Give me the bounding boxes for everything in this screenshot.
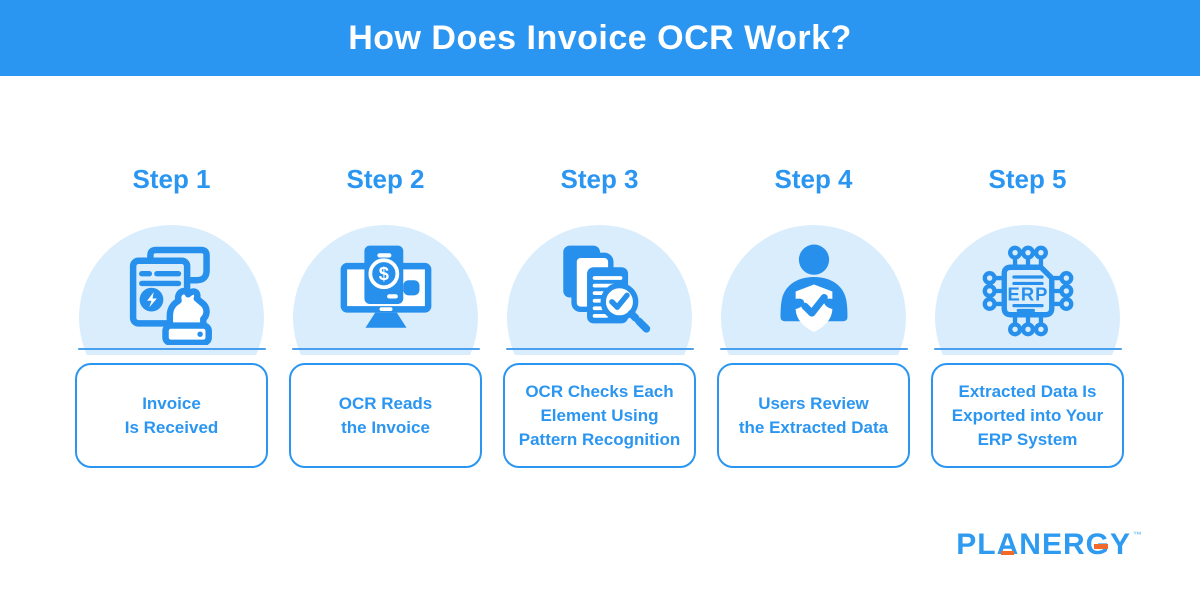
step-1-column: Step 1 Invoice Is Received	[75, 163, 268, 468]
step-5-divider	[933, 348, 1122, 350]
page-title: How Does Invoice OCR Work?	[348, 18, 852, 57]
step-2-icon-dome: $	[293, 225, 478, 355]
step-2-divider	[291, 348, 480, 350]
step-5-caption: Extracted Data Is Exported into Your ERP…	[951, 381, 1104, 449]
step-1-divider	[77, 348, 266, 350]
step-3-column: Step 3 OCR Checks Each Element Using Pat…	[503, 163, 696, 468]
ocr-reads-invoice-icon: $	[340, 245, 431, 328]
step-3-divider	[505, 348, 694, 350]
step-1-caption-box: Invoice Is Received	[75, 363, 268, 468]
step-1-label: Step 1	[132, 164, 211, 194]
step-4-divider	[719, 348, 908, 350]
step-3-caption: OCR Checks Each Element Using Pattern Re…	[518, 381, 681, 449]
step-5-icon-dome: ERP	[935, 225, 1120, 355]
invoice-received-icon	[129, 246, 212, 345]
step-3-icon-dome	[507, 225, 692, 355]
step-3-label: Step 3	[560, 164, 639, 194]
erp-glyph: ERP	[1007, 284, 1048, 305]
step-1-icon-dome	[79, 225, 264, 355]
step-5-caption-box: Extracted Data Is Exported into Your ERP…	[931, 363, 1124, 468]
trademark-symbol: ™	[1133, 530, 1142, 540]
step-3-caption-box: OCR Checks Each Element Using Pattern Re…	[503, 363, 696, 468]
step-4-column: Step 4 Users Review the Extracted Data	[717, 163, 910, 468]
step-5-column: Step 5 ERP	[931, 163, 1124, 468]
planergy-wordmark: P L A N E R G Y	[956, 528, 1131, 561]
planergy-logo: P L A N E R G Y ™	[956, 529, 1142, 561]
step-2-caption-box: OCR Reads the Invoice	[289, 363, 482, 468]
step-4-caption: Users Review the Extracted Data	[738, 393, 889, 437]
erp-chip-icon: ERP	[982, 245, 1073, 337]
step-4-icon-dome	[721, 225, 906, 355]
header-bar: How Does Invoice OCR Work?	[0, 0, 1200, 76]
step-1-caption: Invoice Is Received	[124, 393, 219, 437]
steps-row: Step 1 Invoice Is Received Step 2	[75, 163, 1125, 468]
pattern-recognition-icon	[562, 245, 650, 333]
step-4-label: Step 4	[774, 164, 853, 194]
step-2-caption: OCR Reads the Invoice	[338, 393, 433, 437]
step-4-caption-box: Users Review the Extracted Data	[717, 363, 910, 468]
step-5-label: Step 5	[988, 164, 1067, 194]
step-2-column: Step 2 $ OCR Reads the Invoice	[289, 163, 482, 468]
step-2-label: Step 2	[346, 164, 425, 194]
dollar-glyph: $	[378, 263, 388, 284]
user-review-shield-icon	[780, 244, 847, 333]
